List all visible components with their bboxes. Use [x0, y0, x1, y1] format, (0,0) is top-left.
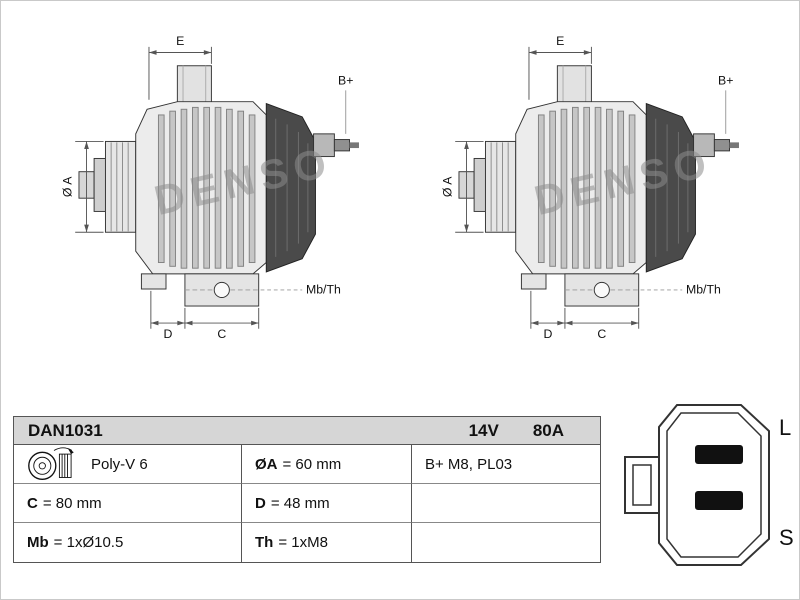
spec-table-header: DAN1031 14V 80A	[14, 417, 600, 445]
connector-diagram: L S	[624, 404, 794, 566]
d-dim-cell: D = 48 mm	[242, 484, 412, 523]
pulley-type-label: Poly-V 6	[91, 455, 148, 473]
terminal-value: B+ M8, PL03	[425, 455, 513, 473]
spec-table: DAN1031 14V 80A Poly-V 6	[13, 416, 601, 563]
connector-pin-s	[695, 491, 743, 510]
mb-dim-value: = 1xØ10.5	[53, 534, 124, 551]
connector-pin-l	[695, 445, 743, 464]
c-dim-label: C	[27, 494, 38, 512]
th-dim-cell: Th = 1xM8	[242, 523, 412, 562]
terminal-cell: B+ M8, PL03	[412, 445, 600, 484]
d-dim-label: D	[255, 494, 266, 512]
c-dim-cell: C = 80 mm	[14, 484, 242, 523]
c-dim-value: = 80 mm	[42, 494, 102, 512]
part-number: DAN1031	[28, 420, 103, 440]
connector-body	[658, 404, 770, 566]
d-dim-value: = 48 mm	[270, 494, 330, 512]
connector-label-s: S	[779, 525, 794, 550]
spec-table-body: Poly-V 6 ØA = 60 mm B+ M8, PL03 C = 80 m…	[14, 445, 600, 562]
mb-dim-label: Mb	[27, 534, 49, 551]
connector-label-l: L	[779, 415, 791, 440]
th-dim-label: Th	[255, 534, 274, 551]
dia-a-cell: ØA = 60 mm	[242, 445, 412, 484]
empty-cell	[412, 484, 600, 523]
alternator-drawing-left	[59, 33, 360, 342]
empty-cell	[412, 523, 600, 562]
th-dim-value: = 1xM8	[278, 534, 328, 551]
dia-a-label: ØA	[255, 455, 278, 473]
amperage-rating: 80A	[532, 420, 564, 440]
pulley-icon	[28, 447, 74, 480]
alternator-drawing-right	[439, 33, 740, 342]
dia-a-value: = 60 mm	[282, 455, 342, 473]
voltage-rating: 14V	[468, 420, 499, 440]
pulley-type-cell: Poly-V 6	[14, 445, 242, 484]
mb-dim-cell: Mb = 1xØ10.5	[14, 523, 242, 562]
